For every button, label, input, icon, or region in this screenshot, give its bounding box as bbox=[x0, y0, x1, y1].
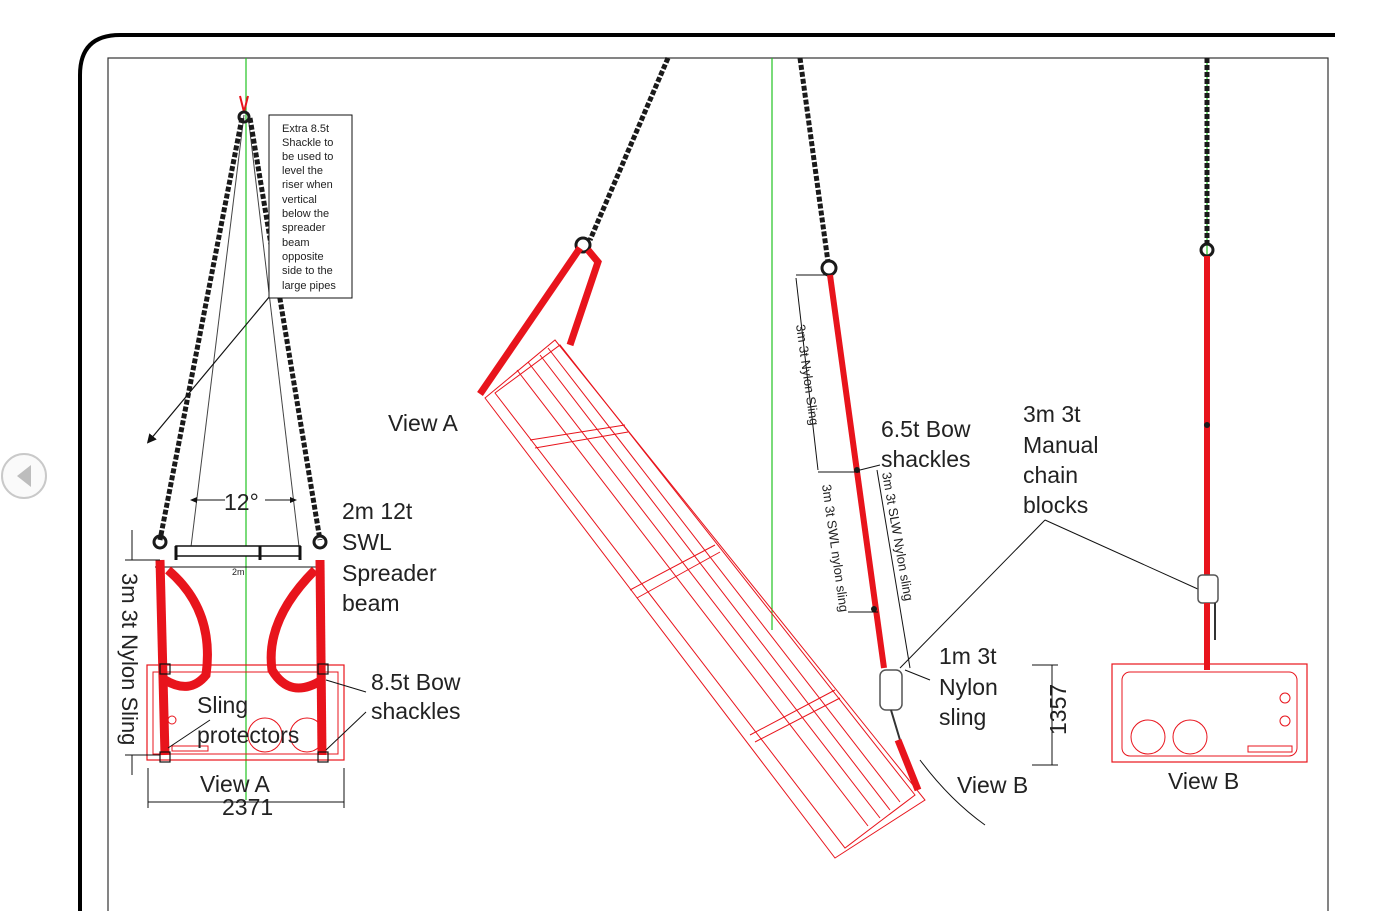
nylon-sling-rotated-label: 3m 3t Nylon Sling bbox=[793, 323, 822, 426]
view-a-side-label: View A bbox=[388, 410, 459, 436]
note-line: riser when bbox=[282, 179, 333, 191]
spreader-beam-label: beam bbox=[342, 590, 400, 616]
angle-label: 12° bbox=[224, 489, 259, 515]
nylon-sling-1m-label: 1m 3t bbox=[939, 643, 997, 669]
note-box: Extra 8.5t Shackle to be used to level t… bbox=[268, 114, 353, 299]
sheet-border bbox=[78, 33, 1335, 911]
height-dimension: 1357 bbox=[1045, 684, 1071, 735]
sling-protectors-label: protectors bbox=[197, 722, 299, 748]
chain-blocks-label: blocks bbox=[1023, 492, 1088, 518]
note-line: large pipes bbox=[282, 280, 336, 292]
sling-protectors-label: Sling bbox=[197, 692, 248, 718]
nylon-sling-label: 3m 3t Nylon Sling bbox=[117, 573, 142, 745]
chain-blocks-label: Manual bbox=[1023, 432, 1098, 458]
chain-blocks-label: chain bbox=[1023, 462, 1078, 488]
bow-shackles-label: shackles bbox=[371, 698, 460, 724]
note-line: side to the bbox=[282, 265, 333, 277]
view-b-rig bbox=[1111, 58, 1308, 763]
chevron-left-icon bbox=[17, 465, 31, 487]
nylon-sling-1m-label: Nylon bbox=[939, 674, 998, 700]
note-line: vertical bbox=[282, 194, 317, 206]
bow-shackles-65-label: shackles bbox=[881, 446, 970, 472]
note-line: Extra 8.5t bbox=[282, 123, 329, 135]
note-line: opposite bbox=[282, 251, 324, 263]
nylon-sling-1m-label: sling bbox=[939, 704, 986, 730]
note-line: below the bbox=[282, 208, 329, 220]
note-line: level the bbox=[282, 165, 323, 177]
spreader-beam-label: Spreader bbox=[342, 560, 437, 586]
view-a-label: View A bbox=[200, 771, 271, 797]
view-a-tilted-rig bbox=[477, 57, 926, 859]
width-dimension: 2371 bbox=[222, 794, 273, 820]
note-line: beam bbox=[282, 237, 310, 249]
view-b-right-label: View B bbox=[1168, 768, 1239, 794]
swl-sling-rotated-label: 3m 3t SWL nylon sling bbox=[819, 483, 852, 613]
view-a-rig bbox=[125, 95, 367, 808]
previous-button[interactable] bbox=[1, 453, 47, 499]
note-line: be used to bbox=[282, 151, 333, 163]
chain-blocks-label: 3m 3t bbox=[1023, 401, 1081, 427]
slw-sling-rotated-label: 3m 3t SLW Nylon sling bbox=[879, 471, 916, 602]
beam-length-label: 2m bbox=[232, 567, 245, 577]
view-b-tilted-rig bbox=[795, 57, 1201, 826]
bow-shackles-label: 8.5t Bow bbox=[371, 669, 461, 695]
bow-shackles-65-label: 6.5t Bow bbox=[881, 416, 971, 442]
note-line: Shackle to bbox=[282, 137, 333, 149]
note-line: spreader bbox=[282, 222, 326, 234]
spreader-beam-label: SWL bbox=[342, 529, 392, 555]
spreader-beam-label: 2m 12t bbox=[342, 498, 413, 524]
view-b-mid-label: View B bbox=[957, 772, 1028, 798]
